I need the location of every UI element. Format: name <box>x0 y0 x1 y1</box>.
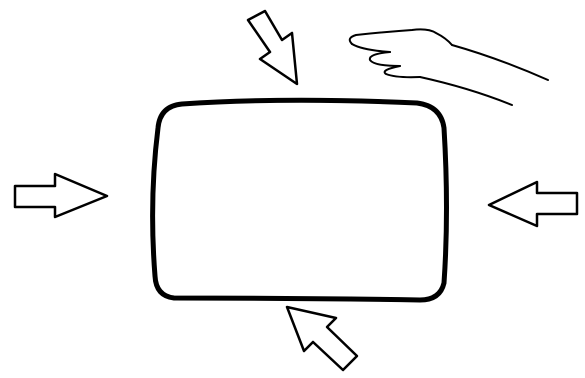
arrow-top-icon <box>246 9 299 86</box>
arrow-bottom-icon <box>285 305 359 372</box>
rounded-rectangle-frame <box>150 97 449 303</box>
arrow-right-icon <box>487 180 579 228</box>
arrow-left-icon <box>13 172 109 219</box>
pointing-hand-icon <box>348 28 549 106</box>
